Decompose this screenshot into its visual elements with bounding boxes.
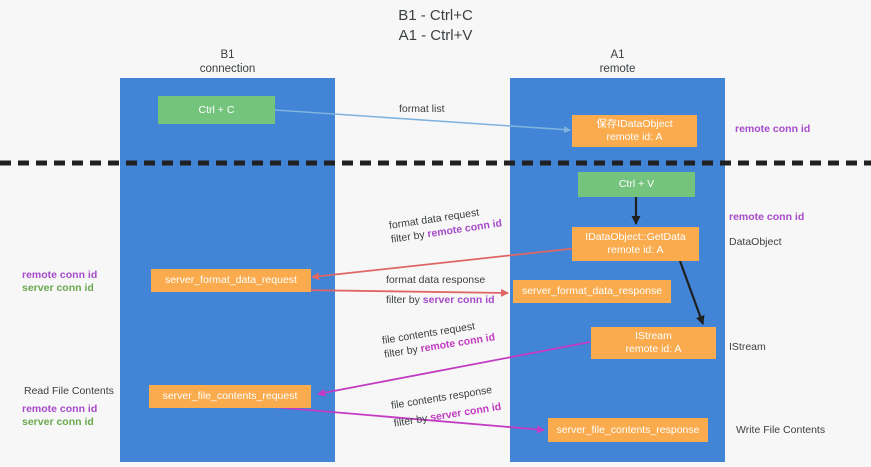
- side-label-write-file-contents-text: Write File Contents: [736, 424, 826, 436]
- arrow-file-contents-request: [317, 341, 591, 397]
- side-label-left-remote-conn-id-mid: remote conn id: [22, 269, 98, 281]
- side-label-left-conn-ids-mid: remote conn id server conn id: [22, 269, 97, 295]
- column-header-a1: A1 remote: [510, 48, 725, 76]
- edge-label-format-data-response: format data response filter by server co…: [386, 273, 495, 307]
- side-label-istream: IStream: [729, 341, 766, 354]
- side-label-dataobject: DataObject: [729, 236, 782, 249]
- column-header-b1-name: B1: [220, 49, 235, 61]
- box-ctrl-v-label: Ctrl + V: [618, 178, 655, 190]
- title-line-2: A1 - Ctrl+V: [398, 27, 473, 44]
- box-getdata-label: IDataObject::GetData: [585, 231, 686, 243]
- box-idataobject-remote-id: remote id: A: [606, 131, 663, 143]
- side-label-remote-conn-id-mid-text: remote conn id: [729, 211, 805, 223]
- box-server-file-contents-response-label: server_file_contents_response: [556, 423, 700, 436]
- box-server-format-data-response[interactable]: server_format_data_response: [513, 280, 671, 303]
- side-label-remote-conn-id-mid: remote conn id: [729, 211, 804, 224]
- box-idataobject-getdata[interactable]: IDataObject::GetData remote id: A: [572, 227, 699, 261]
- box-istream-label: IStream: [635, 330, 672, 342]
- edge-label-format-data-response-filter: filter by server conn id: [386, 293, 495, 307]
- side-label-write-file-contents: Write File Contents: [736, 424, 825, 437]
- edge-label-format-data-response-text: format data response: [386, 274, 486, 286]
- side-label-read-file-contents: Read File Contents: [24, 385, 114, 398]
- edge-label-format-list-text: format list: [399, 103, 445, 115]
- side-label-left-server-conn-id-bottom: server conn id: [22, 416, 94, 428]
- side-label-read-file-contents-text: Read File Contents: [24, 385, 114, 397]
- diagram-title: B1 - Ctrl+C A1 - Ctrl+V: [0, 6, 871, 46]
- box-server-file-contents-response[interactable]: server_file_contents_response: [548, 418, 708, 442]
- box-server-file-contents-request[interactable]: server_file_contents_request: [149, 385, 311, 408]
- box-idataobject[interactable]: 保存IDataObject remote id: A: [572, 115, 697, 147]
- box-ctrl-v[interactable]: Ctrl + V: [578, 172, 695, 197]
- box-server-format-data-request-label: server_format_data_request: [165, 274, 297, 286]
- column-header-a1-name: A1: [610, 49, 625, 61]
- box-ctrl-c[interactable]: Ctrl + C: [158, 96, 275, 124]
- side-label-left-server-conn-id-mid: server conn id: [22, 282, 94, 294]
- box-istream-remote-id: remote id: A: [625, 343, 682, 355]
- side-label-dataobject-text: DataObject: [729, 236, 782, 248]
- box-server-file-contents-request-label: server_file_contents_request: [162, 390, 298, 402]
- box-server-format-data-request[interactable]: server_format_data_request: [151, 269, 311, 292]
- column-header-b1: B1 connection: [120, 48, 335, 76]
- side-label-remote-conn-id-top: remote conn id: [735, 123, 810, 136]
- arrow-format-data-request: [311, 247, 579, 281]
- side-label-remote-conn-id-top-text: remote conn id: [735, 123, 811, 135]
- side-label-istream-text: IStream: [729, 341, 766, 353]
- side-label-left-remote-conn-id-bottom: remote conn id: [22, 403, 98, 415]
- arrow-getdata-to-istream: [678, 260, 705, 325]
- box-getdata-remote-id: remote id: A: [607, 244, 664, 256]
- filter-key-server-conn-id: server conn id: [422, 294, 495, 306]
- title-line-1: B1 - Ctrl+C: [398, 7, 473, 24]
- column-header-a1-sub: remote: [599, 63, 636, 75]
- column-header-b1-sub: connection: [199, 63, 256, 75]
- box-server-format-data-response-label: server_format_data_response: [521, 285, 663, 297]
- filter-prefix: filter by: [386, 294, 423, 306]
- side-label-left-conn-ids-bottom: remote conn id server conn id: [22, 403, 97, 429]
- edge-label-format-list: format list: [399, 102, 445, 116]
- arrow-format-list: [274, 109, 571, 134]
- box-ctrl-c-label: Ctrl + C: [198, 103, 235, 116]
- box-istream[interactable]: IStream remote id: A: [591, 327, 716, 359]
- box-idataobject-label: 保存IDataObject: [596, 118, 673, 130]
